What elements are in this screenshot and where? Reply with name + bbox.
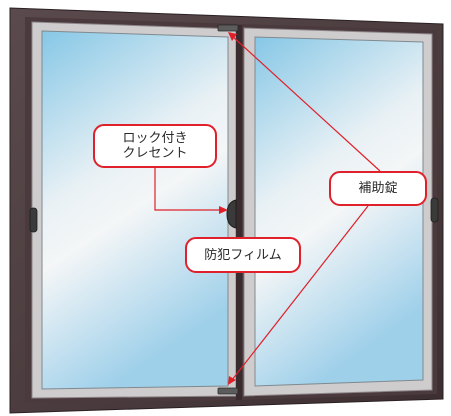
window-handle-icon bbox=[430, 197, 439, 223]
callout-auxiliary-lock-label: 補助錠 bbox=[358, 181, 398, 196]
window-handle-icon bbox=[29, 207, 38, 233]
callout-auxiliary-lock: 補助錠 bbox=[329, 171, 427, 206]
leader-line-aux-bottom bbox=[231, 205, 369, 381]
callout-lock-crescent-line2: クレセント bbox=[122, 146, 188, 161]
leader-line-aux-top bbox=[231, 35, 381, 172]
callout-security-film: 防犯フィルム bbox=[185, 237, 301, 273]
left-sash bbox=[25, 17, 240, 403]
right-sash bbox=[238, 24, 437, 400]
crescent-lock-icon bbox=[226, 199, 237, 229]
callout-lock-crescent: ロック付き クレセント bbox=[93, 124, 217, 168]
left-glass-pane bbox=[41, 30, 229, 390]
auxiliary-lock-icon bbox=[217, 387, 239, 395]
callout-security-film-label: 防犯フィルム bbox=[204, 247, 282, 263]
leader-line-crescent bbox=[154, 168, 224, 211]
leader-arrowheads bbox=[219, 32, 237, 385]
auxiliary-lock-icon bbox=[217, 24, 239, 32]
callout-lock-crescent-line1: ロック付き bbox=[122, 131, 188, 146]
right-glass-pane bbox=[254, 36, 424, 387]
